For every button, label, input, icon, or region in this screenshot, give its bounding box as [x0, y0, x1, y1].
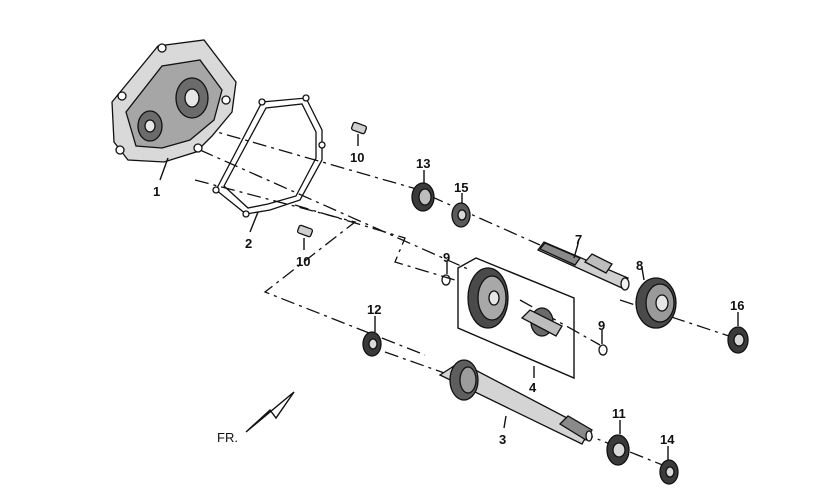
callout-1: 1 — [153, 184, 160, 199]
oil-seal-14-part — [659, 459, 679, 485]
callout-8: 8 — [636, 258, 643, 273]
callout-10-lower: 10 — [296, 254, 310, 269]
callout-9-lower: 9 — [598, 318, 605, 333]
dowel-pin-upper — [350, 121, 368, 135]
callout-9-upper: 9 — [443, 250, 450, 265]
callout-12: 12 — [367, 302, 381, 317]
callout-3: 3 — [499, 432, 506, 447]
callout-10-upper: 10 — [350, 150, 364, 165]
bearing-11-part — [606, 434, 630, 466]
leader-lines — [159, 134, 739, 460]
final-gear-part — [635, 277, 677, 329]
oil-seal-12-part — [362, 331, 382, 357]
callout-4: 4 — [529, 380, 537, 395]
gasket-part — [212, 94, 326, 218]
countershaft-part — [536, 241, 630, 291]
callout-2: 2 — [245, 236, 252, 251]
crankcase-cover-part — [111, 39, 237, 163]
idle-gear-assembly-part — [457, 257, 575, 380]
drive-shaft-part — [438, 359, 593, 445]
bearing-15-part — [451, 202, 471, 228]
callout-13: 13 — [416, 156, 430, 171]
circlip-9-lower — [598, 344, 608, 356]
oil-seal-13-part — [411, 182, 435, 212]
callout-labels: 1 2 3 4 7 8 9 9 10 10 11 12 13 14 15 16 — [153, 150, 744, 447]
dowel-pin-lower — [296, 224, 314, 238]
callout-7: 7 — [575, 232, 582, 247]
bearing-16-part — [727, 326, 749, 354]
callout-14: 14 — [660, 432, 675, 447]
circlip-9-upper — [441, 274, 451, 286]
forward-direction-arrow-icon — [245, 391, 295, 433]
callout-16: 16 — [730, 298, 744, 313]
callout-11: 11 — [612, 406, 626, 421]
callout-15: 15 — [454, 180, 468, 195]
direction-label: FR. — [217, 430, 238, 445]
